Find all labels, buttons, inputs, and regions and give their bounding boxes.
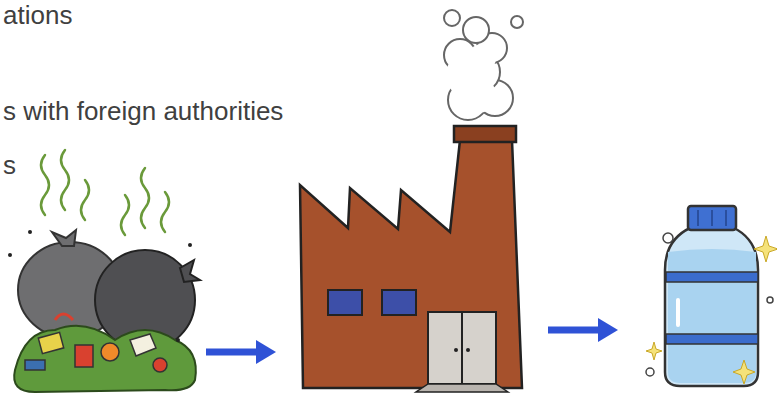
garbage-pile — [8, 150, 200, 392]
label-box: s — [3, 150, 16, 180]
flow-arrow — [206, 340, 276, 364]
water-bottle — [646, 206, 777, 386]
factory — [300, 10, 523, 392]
flow-arrow — [548, 318, 618, 342]
label-box: ations — [3, 0, 72, 30]
note-text: ations — [3, 0, 72, 30]
note-text: s with foreign authorities — [3, 96, 283, 126]
note-text: s — [3, 150, 16, 180]
label-box: s with foreign authorities — [3, 96, 283, 126]
